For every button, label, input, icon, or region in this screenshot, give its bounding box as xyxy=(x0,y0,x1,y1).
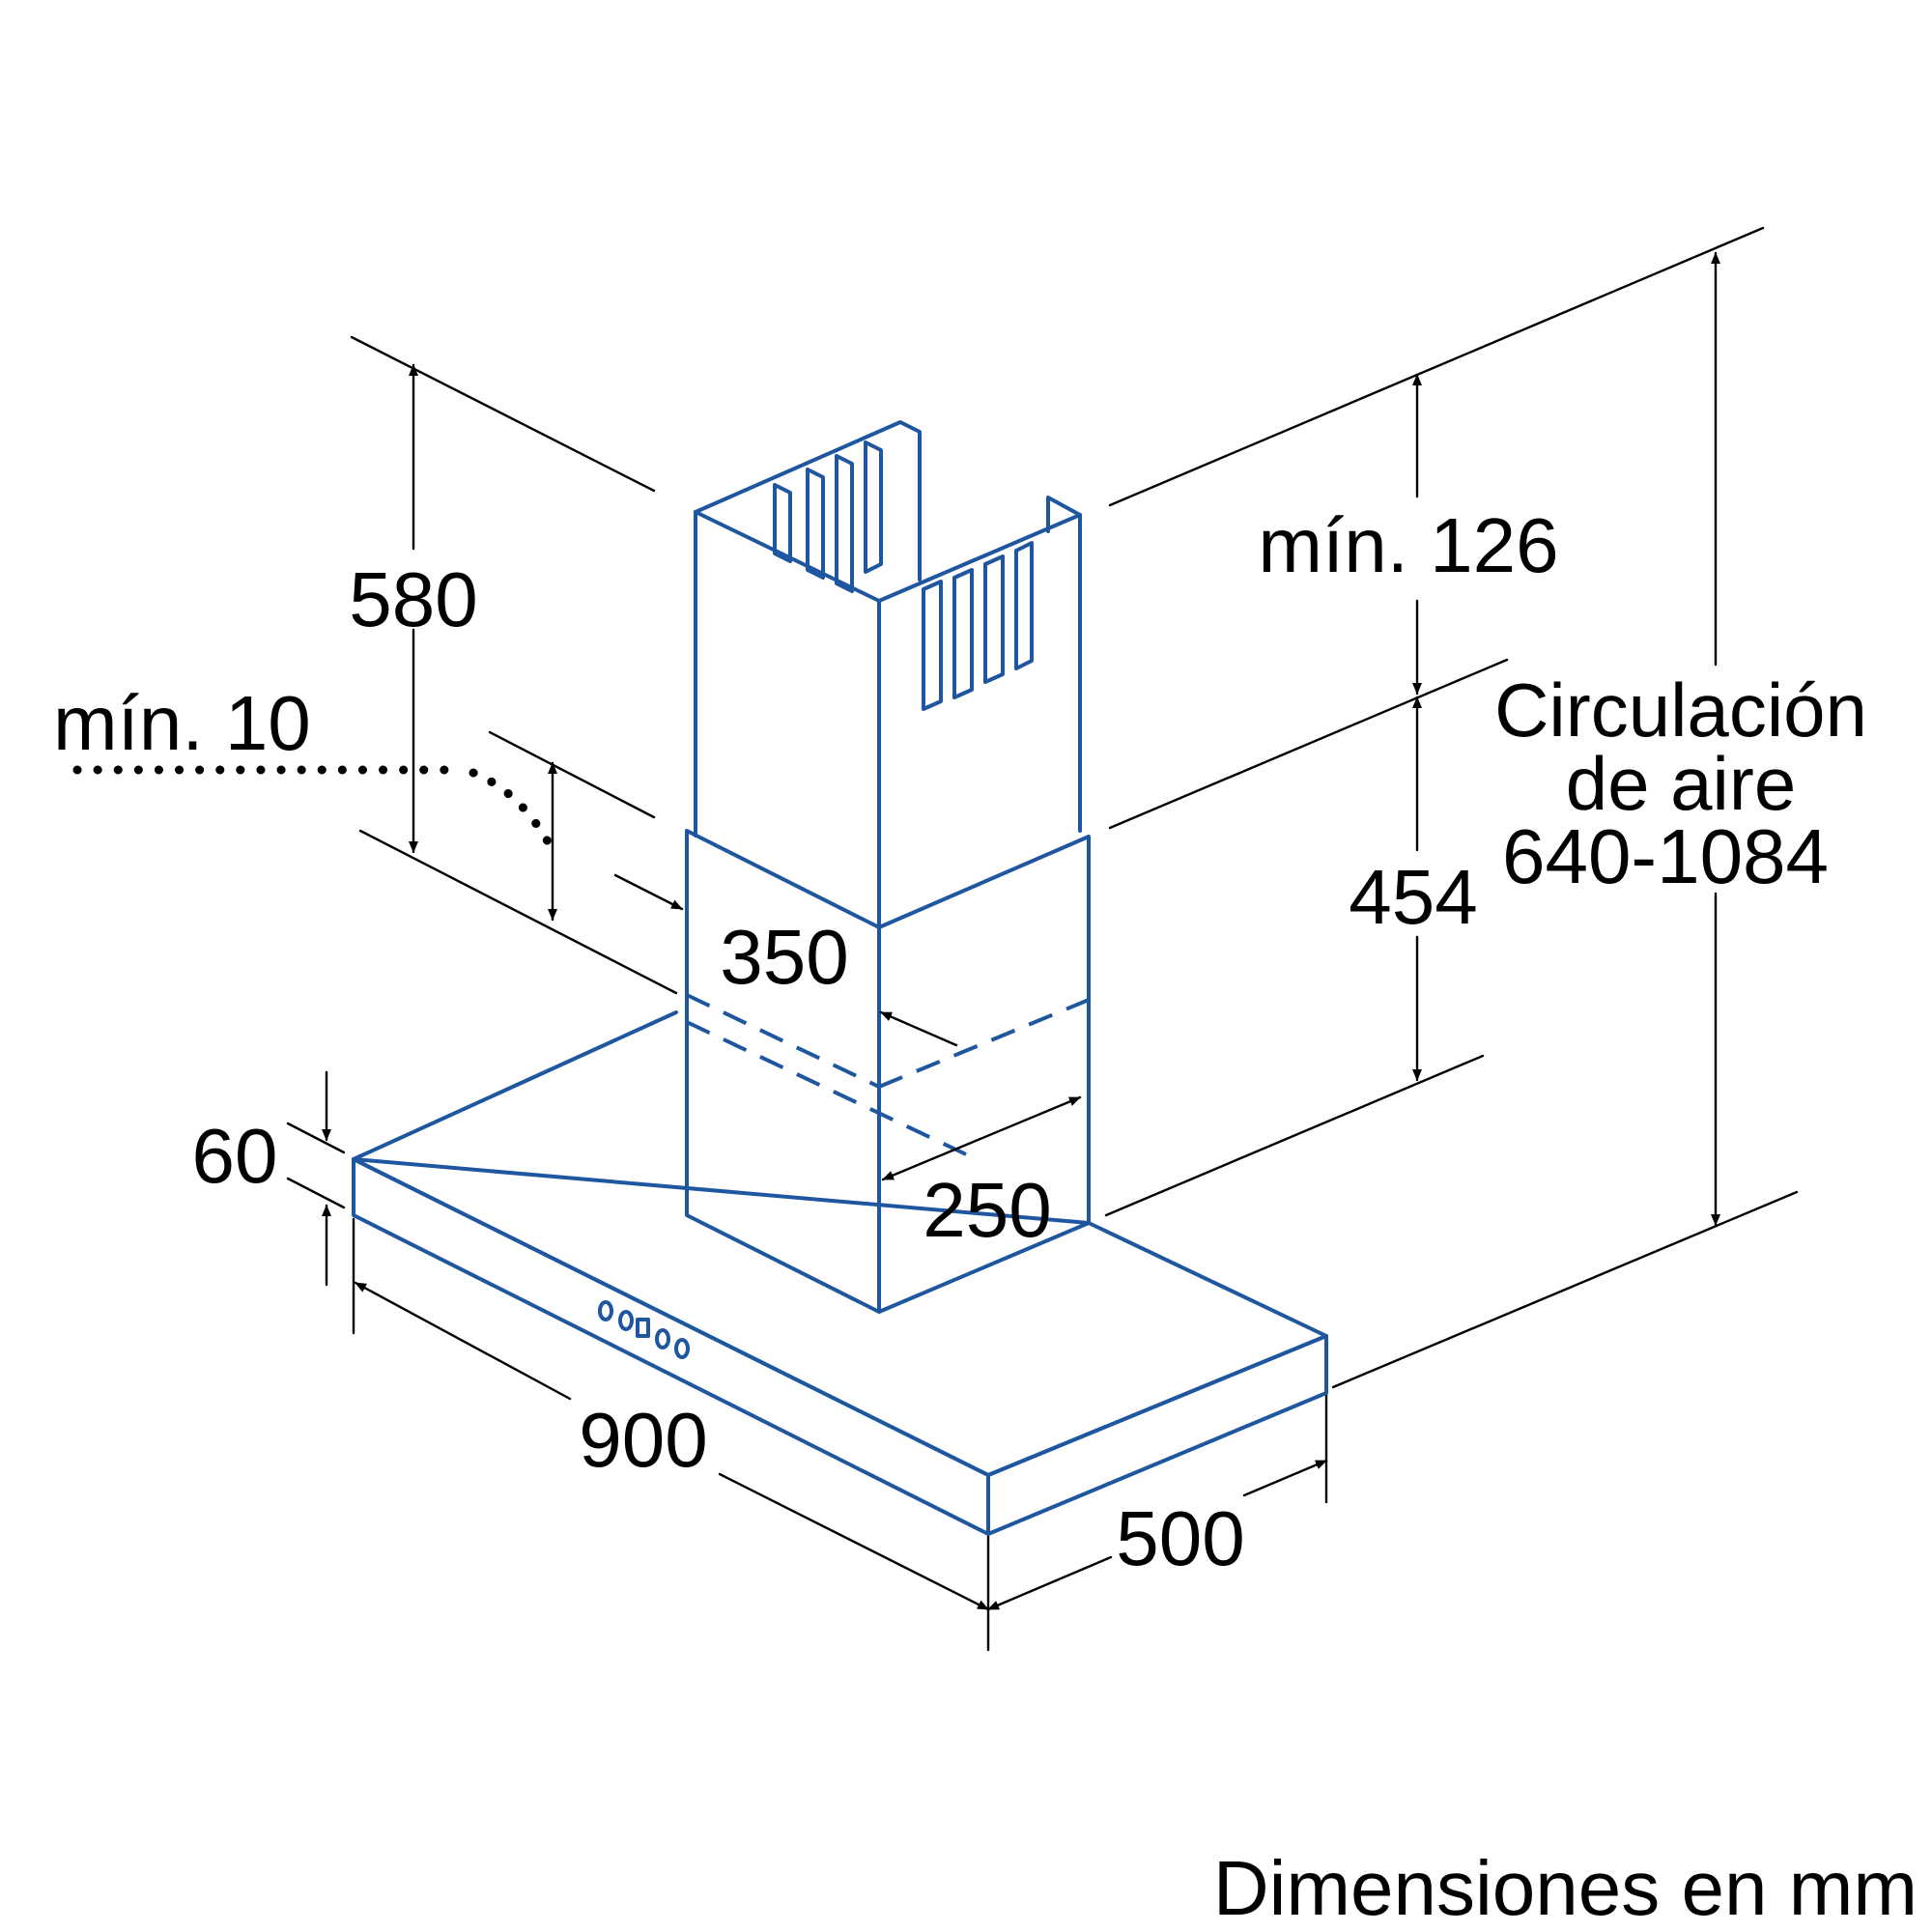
label-900: 900 xyxy=(579,1397,707,1483)
label-350: 350 xyxy=(720,914,848,1000)
dim-500-line-right xyxy=(1242,1459,1328,1497)
dim-900-line-left xyxy=(354,1281,572,1401)
dim-350-arrow-right xyxy=(879,1010,958,1047)
label-min-126: mín. 126 xyxy=(1258,502,1558,588)
dim-250-arrow xyxy=(881,1095,1082,1181)
vent-slots-left xyxy=(773,440,883,593)
label-580: 580 xyxy=(349,556,477,642)
dim-900-line-right xyxy=(718,1472,990,1611)
dimension-labels: 580 mín. 10 350 250 mín. 126 Circulación… xyxy=(53,502,1867,1581)
extension-lines xyxy=(286,226,1799,1652)
control-buttons xyxy=(598,1300,690,1359)
upper-chimney xyxy=(694,420,1082,929)
label-60: 60 xyxy=(192,1113,278,1199)
canopy xyxy=(352,1010,1328,1536)
label-de-aire: de aire xyxy=(1566,741,1797,826)
label-250: 250 xyxy=(923,1167,1051,1253)
dim-500-line-left xyxy=(986,1555,1113,1611)
dimension-arrows xyxy=(72,251,1720,1611)
label-454: 454 xyxy=(1349,854,1477,940)
vent-slots-right xyxy=(922,541,1034,711)
units-note: Dimensiones en mm xyxy=(1213,1845,1918,1931)
min10-dotted-curve xyxy=(469,768,557,855)
label-min-10: mín. 10 xyxy=(53,680,311,766)
label-640-1084: 640-1084 xyxy=(1502,813,1829,899)
dim-350-arrow xyxy=(613,873,684,911)
label-circulacion: Circulación xyxy=(1494,668,1867,753)
label-500: 500 xyxy=(1116,1495,1244,1581)
